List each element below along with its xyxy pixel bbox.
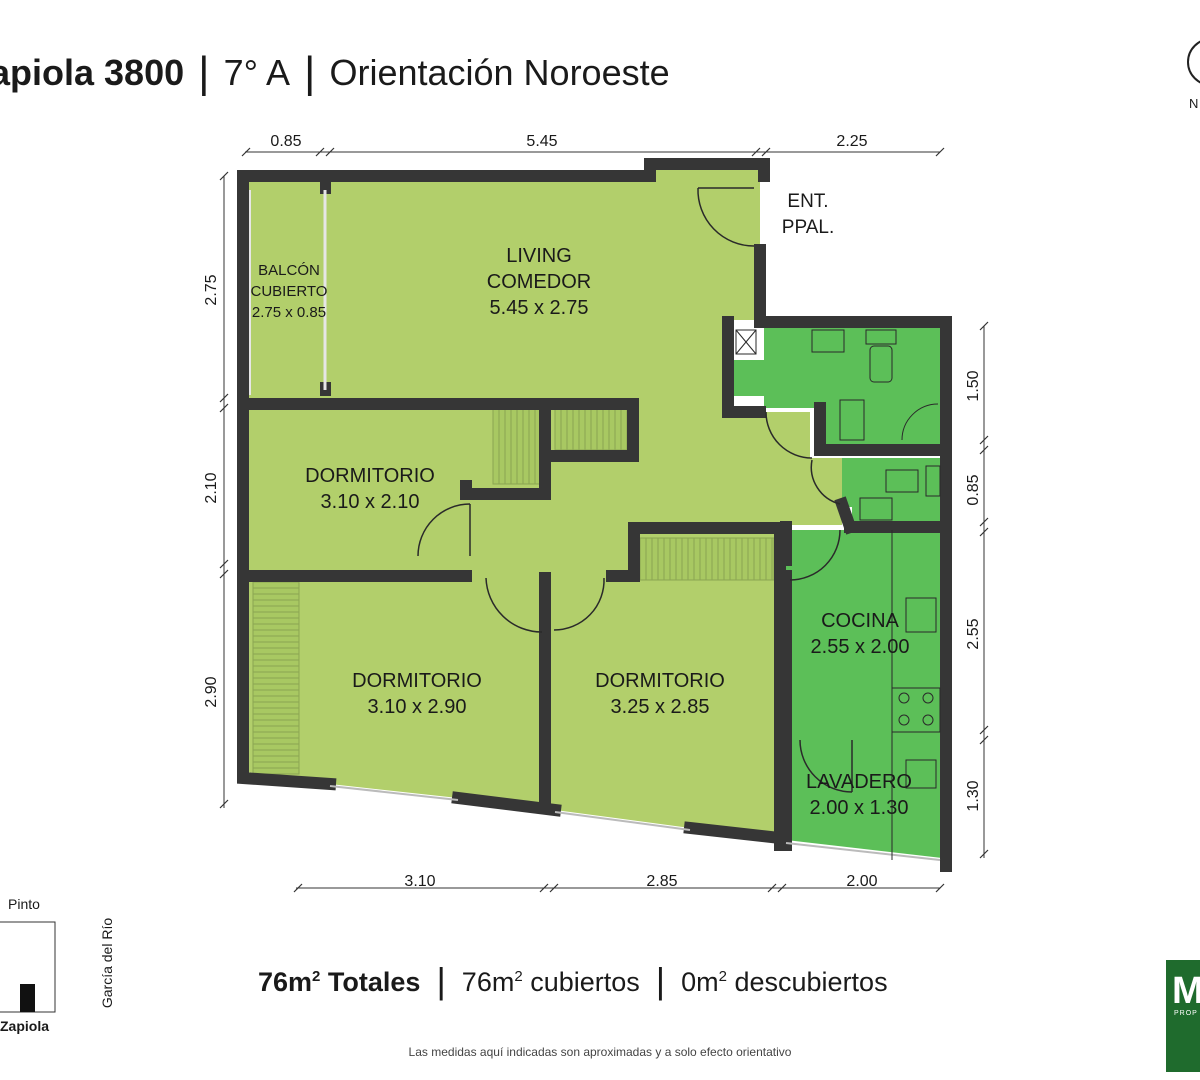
- dim-top-2: 5.45: [526, 133, 557, 150]
- superscript: 2: [514, 968, 523, 985]
- dim-right-4: 1.30: [965, 780, 982, 811]
- balcon-name: BALCÓN: [258, 262, 320, 279]
- cocina-size: 2.55 x 2.00: [811, 636, 910, 658]
- developer-logo-letter: N: [1189, 96, 1200, 111]
- window-lines: [329, 785, 941, 861]
- living-size: 5.45 x 2.75: [490, 297, 589, 319]
- covered-area-label: cubiertos: [530, 967, 640, 997]
- walls: [237, 158, 952, 872]
- page-title: apiola 3800 | 7° A | Orientación Noroeste: [0, 46, 670, 97]
- address-label: apiola 3800: [0, 52, 185, 93]
- dim-right-3: 2.55: [965, 618, 982, 649]
- disclaimer-text: Las medidas aquí indicadas son aproximad…: [408, 1045, 792, 1059]
- cocina-name: COCINA: [821, 610, 899, 632]
- brand-subtext: PROP: [1174, 1010, 1198, 1017]
- title-separator: |: [198, 48, 210, 97]
- balcon-name-2: CUBIERTO: [251, 283, 328, 300]
- balcon-size: 2.75 x 0.85: [252, 304, 326, 321]
- entrada-label: ENT.: [787, 191, 828, 212]
- total-area-label: Totales: [327, 967, 421, 997]
- uncovered-area-label: descubiertos: [734, 967, 888, 997]
- orientation-label: Orientación Noroeste: [329, 52, 670, 93]
- living-name: LIVING: [506, 245, 572, 267]
- lavadero-name: LAVADERO: [806, 771, 912, 793]
- location-map: [0, 921, 56, 1013]
- dim-top-3: 2.25: [836, 133, 867, 150]
- superscript: 2: [312, 968, 321, 985]
- uncovered-area-value: 0m: [681, 967, 719, 997]
- dim-left-2: 2.10: [203, 472, 220, 503]
- dimension-ticks: [219, 147, 989, 893]
- dormitorio-1-size: 3.10 x 2.10: [321, 491, 420, 513]
- dimension-lines: [223, 151, 985, 889]
- street-side-label: García del Río: [99, 917, 116, 1009]
- brand-logo: M PROP: [1166, 960, 1200, 1072]
- total-area: 76m2 Totales: [258, 967, 420, 997]
- totals-separator: |: [436, 960, 446, 1001]
- lavadero-size: 2.00 x 1.30: [810, 797, 909, 819]
- dim-bottom-2: 2.85: [646, 873, 677, 890]
- hatch-lines: [253, 408, 773, 769]
- dim-left-1: 2.75: [203, 274, 220, 305]
- totals-separator: |: [655, 960, 666, 1001]
- superscript: 2: [718, 968, 727, 985]
- living-name-2: COMEDOR: [487, 271, 591, 293]
- dormitorio-3-name: DORMITORIO: [595, 670, 725, 692]
- dimension-labels: 0.85 5.45 2.25 3.10 2.85 2.00 2.75 2.10 …: [203, 133, 982, 890]
- unit-label: 7° A: [223, 52, 291, 93]
- dim-bottom-1: 3.10: [404, 873, 435, 890]
- street-bottom-label: Zapiola: [0, 1018, 50, 1034]
- dim-right-2: 0.85: [965, 474, 982, 505]
- title-separator: |: [304, 48, 316, 97]
- fixtures: [735, 329, 941, 860]
- entrada-label-2: PPAL.: [782, 217, 834, 238]
- street-top-label: Pinto: [8, 896, 40, 912]
- dim-bottom-3: 2.00: [846, 873, 877, 890]
- total-area-value: 76m: [258, 967, 313, 997]
- dim-right-1: 1.50: [965, 370, 982, 401]
- kitchen-area: [786, 530, 942, 858]
- door-swings: [417, 187, 853, 793]
- room-labels: BALCÓN CUBIERTO 2.75 x 0.85 LIVING COMED…: [251, 191, 912, 819]
- dormitorio-1-name: DORMITORIO: [305, 465, 435, 487]
- dim-top-1: 0.85: [270, 133, 301, 150]
- covered-area: 76m2 cubiertos: [462, 967, 640, 997]
- covered-area-value: 76m: [461, 967, 515, 997]
- building-marker: [20, 984, 35, 1012]
- uncovered-area: 0m2 descubiertos: [681, 967, 887, 997]
- light-area: [247, 163, 842, 840]
- area-totals: 76m2 Totales|76m2 cubiertos|0m2 descubie…: [258, 958, 888, 1001]
- dormitorio-3-size: 3.25 x 2.85: [611, 696, 710, 718]
- dormitorio-2-name: DORMITORIO: [352, 670, 482, 692]
- dormitorio-2-size: 3.10 x 2.90: [368, 696, 467, 718]
- dim-left-3: 2.90: [203, 676, 220, 707]
- brand-letter: M: [1172, 970, 1200, 1012]
